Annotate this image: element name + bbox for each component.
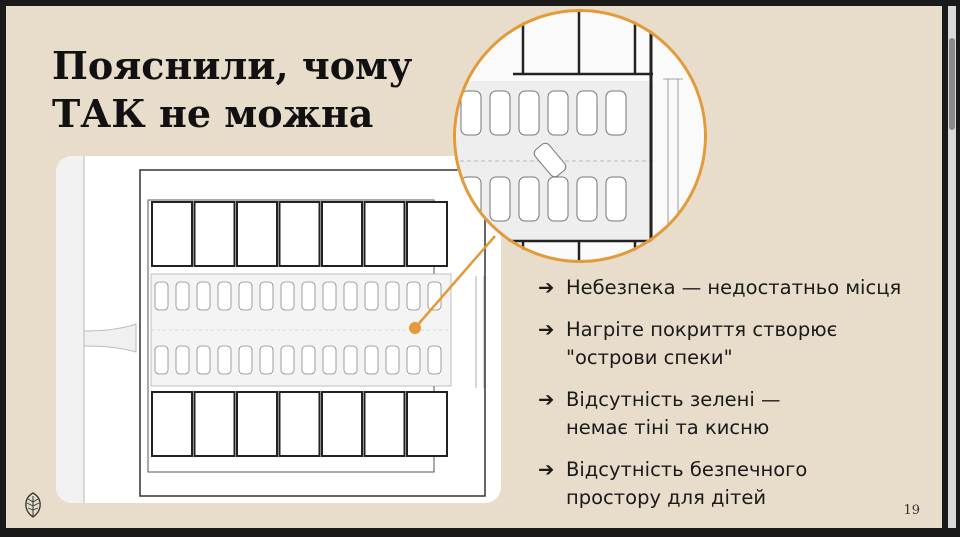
parking-plan-drawing — [56, 156, 486, 503]
bullet-text: Відсутність безпечного — [566, 458, 808, 481]
bullet-item: ➔ Небезпека — недостатньо місця — [538, 274, 928, 302]
arrow-right-icon: ➔ — [538, 388, 555, 411]
arrow-right-icon: ➔ — [538, 318, 555, 341]
arrow-right-icon: ➔ — [538, 276, 555, 299]
bullet-text: Небезпека — недостатньо місця — [566, 276, 902, 299]
title-line-1: Пояснили, чому — [52, 43, 413, 88]
scrollbar-thumb[interactable] — [949, 38, 955, 130]
leaf-logo-icon — [25, 492, 41, 518]
title-line-2: ТАК не можна — [52, 91, 374, 136]
zoom-detail-drawing — [453, 9, 707, 263]
bullet-list: ➔ Небезпека — недостатньо місця ➔ Нагріт… — [538, 274, 928, 526]
arrow-right-icon: ➔ — [538, 458, 555, 481]
bullet-item: ➔ Відсутність безпечного простору для ді… — [538, 456, 928, 512]
page-number: 19 — [903, 503, 920, 518]
bullet-text-continued: немає тіні та кисню — [566, 416, 770, 439]
presentation-slide: Пояснили, чому ТАК не можна — [6, 6, 942, 528]
bullet-text: Нагріте покриття створює — [566, 318, 838, 341]
parking-plan-image — [56, 156, 501, 503]
bullet-text: Відсутність зелені — — [566, 388, 781, 411]
bullet-text-continued: простору для дітей — [566, 486, 766, 509]
slide-title: Пояснили, чому ТАК не можна — [52, 42, 412, 138]
bullet-item: ➔ Нагріте покриття створює "острови спек… — [538, 316, 928, 372]
vertical-scrollbar[interactable] — [948, 6, 956, 528]
bullet-item: ➔ Відсутність зелені — немає тіні та кис… — [538, 386, 928, 442]
bullet-text-continued: "острови спеки" — [566, 346, 733, 369]
zoom-detail-image — [453, 9, 707, 263]
